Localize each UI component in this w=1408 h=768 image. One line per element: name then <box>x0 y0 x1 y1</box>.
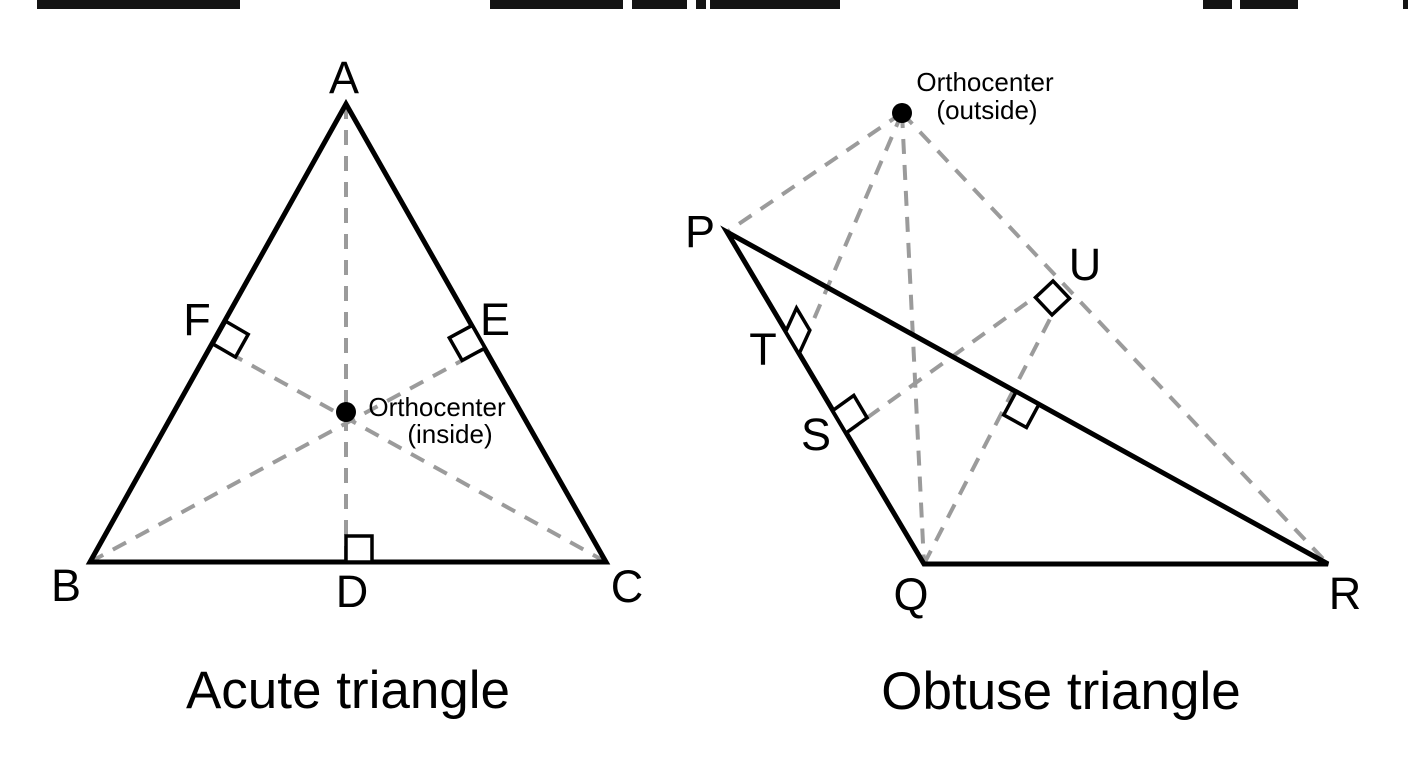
altitude-b-to-e <box>89 346 486 564</box>
orthocenter-dot-outside <box>892 103 912 123</box>
right-angle-mark-s <box>830 392 870 436</box>
orthocenter-outside-label-line2: (outside) <box>936 95 1037 125</box>
vertex-label-a: A <box>329 52 359 103</box>
dashed-line-orthocenter-to-p <box>725 111 904 234</box>
acute-triangle-figure: A B C D E F Orthocenter (inside) Acute t… <box>51 52 643 720</box>
cropped-text-bar <box>37 0 240 9</box>
vertex-label-c: C <box>611 561 644 612</box>
orthocenter-outside-label-line1: Orthocenter <box>916 67 1054 97</box>
foot-label-e: E <box>480 294 510 345</box>
dashed-line-q-to-u <box>922 314 1054 565</box>
obtuse-triangle-figure: P Q R T S U Orthocenter (outside) Obtuse… <box>685 67 1361 721</box>
dashed-line-orthocenter-to-t <box>797 112 904 355</box>
right-angle-mark-t <box>783 304 812 358</box>
altitude-c-to-f <box>212 342 607 564</box>
right-angle-mark-f <box>210 318 251 360</box>
obtuse-triangle-caption: Obtuse triangle <box>881 662 1240 721</box>
vertex-label-q: Q <box>893 569 928 620</box>
cropped-text-bar <box>696 0 706 9</box>
dashed-line-orthocenter-to-q <box>900 112 926 565</box>
orthocenter-inside-label-line1: Orthocenter <box>368 392 506 422</box>
right-angle-mark-e <box>446 323 488 363</box>
dashed-line-s-to-u <box>844 295 1037 435</box>
orthocenter-dot-inside <box>336 402 356 422</box>
cropped-text-bar <box>710 0 840 9</box>
vertex-label-r: R <box>1329 568 1362 619</box>
right-angle-mark-d <box>344 534 374 564</box>
triangle-abc <box>85 98 611 565</box>
point-label-t: T <box>749 324 777 375</box>
cropped-text-bar <box>632 0 687 9</box>
cropped-text-bar <box>1403 0 1408 9</box>
cropped-text-bar <box>1203 0 1232 9</box>
foot-label-f: F <box>183 294 211 345</box>
cropped-text-bar <box>1240 0 1298 9</box>
right-angle-mark-on-pr <box>1001 389 1042 430</box>
foot-label-d: D <box>336 566 369 617</box>
right-angle-mark-u <box>1033 278 1072 318</box>
cropped-text-bar <box>490 0 623 9</box>
vertex-label-p: P <box>685 206 715 257</box>
point-label-s: S <box>801 409 831 460</box>
vertex-label-b: B <box>51 560 81 611</box>
acute-triangle-caption: Acute triangle <box>186 661 510 720</box>
dashed-line-orthocenter-to-r <box>900 111 1330 566</box>
orthocenter-inside-label-line2: (inside) <box>407 419 492 449</box>
point-label-u: U <box>1069 239 1102 290</box>
